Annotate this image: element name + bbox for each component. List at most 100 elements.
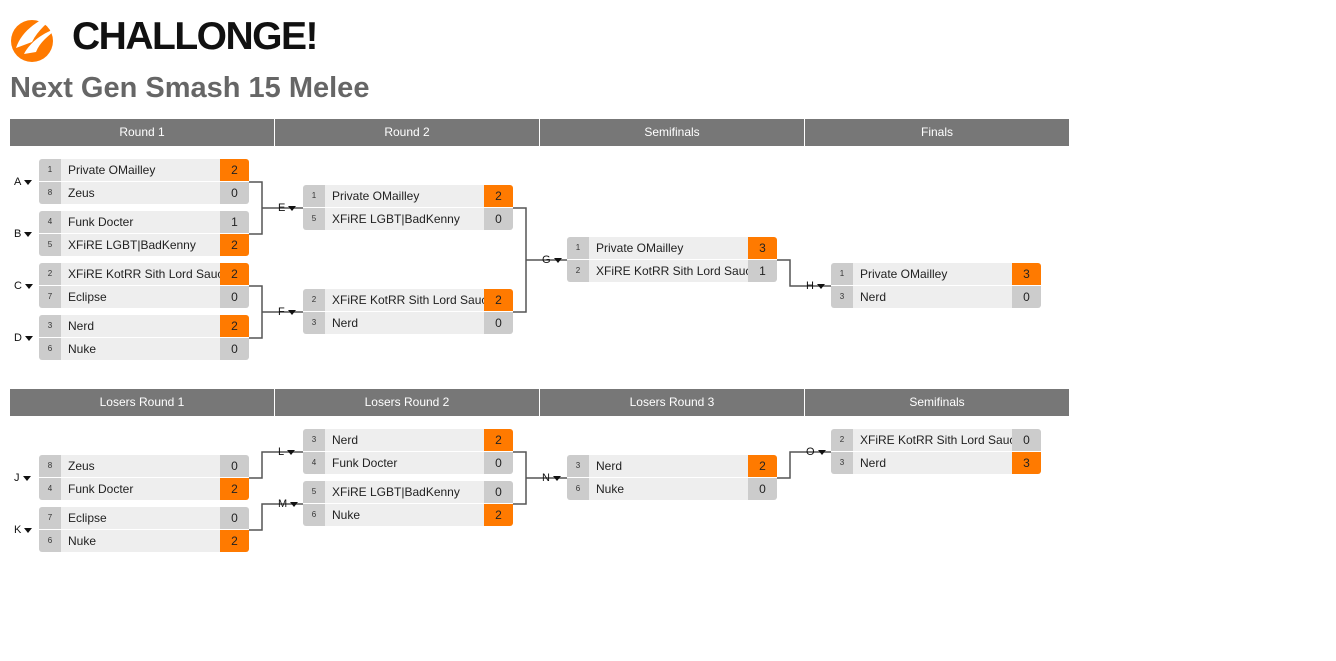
caret-down-icon[interactable] [287, 449, 296, 455]
caret-down-icon[interactable] [24, 283, 33, 289]
caret-down-icon[interactable] [287, 309, 296, 315]
round-header-2: Round 2 [275, 119, 539, 146]
player-name[interactable]: Eclipse [61, 286, 220, 308]
caret-down-icon[interactable] [552, 475, 561, 481]
player-name[interactable]: XFiRE LGBT|BadKenny [325, 208, 484, 230]
player-name[interactable]: Nerd [325, 312, 484, 334]
match-label-f[interactable]: F [278, 306, 296, 318]
player-name[interactable]: XFiRE LGBT|BadKenny [325, 481, 484, 503]
match-label-h[interactable]: H [806, 280, 825, 292]
player-name[interactable]: Nerd [853, 452, 1012, 474]
match-label-n[interactable]: N [542, 472, 561, 484]
player-name[interactable]: Funk Docter [325, 452, 484, 474]
player-name[interactable]: Nuke [61, 530, 220, 552]
caret-down-icon[interactable] [817, 449, 826, 455]
match-label-g[interactable]: G [542, 254, 562, 266]
match-label-d[interactable]: D [14, 332, 33, 344]
player-name[interactable]: Nuke [589, 478, 748, 500]
player-name[interactable]: XFiRE KotRR Sith Lord Sauce [61, 263, 220, 285]
caret-down-icon[interactable] [553, 257, 562, 263]
match-label-m[interactable]: M [278, 498, 299, 510]
match-label-c[interactable]: C [14, 280, 33, 292]
caret-down-icon[interactable] [290, 501, 299, 507]
player-name[interactable]: Nerd [589, 455, 748, 477]
match-label-l[interactable]: L [278, 446, 296, 458]
player-name[interactable]: Zeus [61, 182, 220, 204]
player-name[interactable]: Zeus [61, 455, 220, 477]
match-label-e[interactable]: E [278, 202, 297, 214]
player-name[interactable]: Nerd [325, 429, 484, 451]
player-name[interactable]: Nerd [61, 315, 220, 337]
caret-down-icon[interactable] [24, 231, 33, 237]
match-label-o[interactable]: O [806, 446, 826, 458]
caret-down-icon[interactable] [22, 475, 31, 481]
player-name[interactable]: XFiRE KotRR Sith Lord Sauce [853, 429, 1012, 451]
caret-down-icon[interactable] [24, 335, 33, 341]
player-name[interactable]: Eclipse [61, 507, 220, 529]
caret-down-icon[interactable] [288, 205, 297, 211]
player-name[interactable]: Nerd [853, 286, 1012, 308]
player-name[interactable]: Funk Docter [61, 211, 220, 233]
match-label-a[interactable]: A [14, 176, 33, 188]
player-name[interactable]: XFiRE LGBT|BadKenny [61, 234, 220, 256]
match-label-k[interactable]: K [14, 524, 33, 536]
caret-down-icon[interactable] [24, 179, 33, 185]
player-name[interactable]: Private OMailley [853, 263, 1012, 285]
player-name[interactable]: Private OMailley [589, 237, 748, 259]
caret-down-icon[interactable] [24, 527, 33, 533]
player-name[interactable]: Private OMailley [61, 159, 220, 181]
player-name[interactable]: XFiRE KotRR Sith Lord Sauce [325, 289, 484, 311]
player-name[interactable]: Private OMailley [325, 185, 484, 207]
player-name[interactable]: Funk Docter [61, 478, 220, 500]
match-label-j[interactable]: J [14, 472, 31, 484]
match-label-b[interactable]: B [14, 228, 33, 240]
player-name[interactable]: XFiRE KotRR Sith Lord Sauce [589, 260, 748, 282]
player-seed: 6 [303, 504, 325, 526]
player-name[interactable]: Nuke [325, 504, 484, 526]
player-name[interactable]: Nuke [61, 338, 220, 360]
caret-down-icon[interactable] [816, 283, 825, 289]
